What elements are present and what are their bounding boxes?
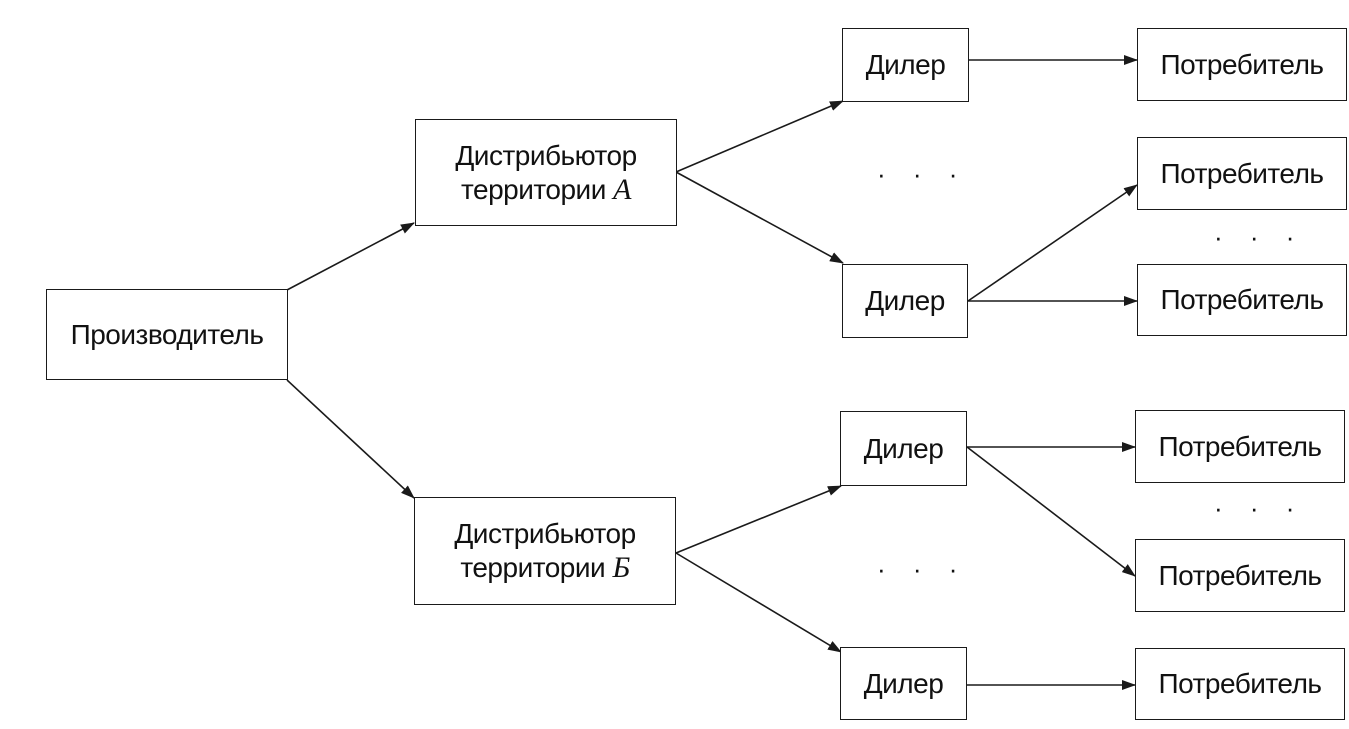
node-producer: Производитель bbox=[46, 289, 288, 380]
node-consumer-1-label: Потребитель bbox=[1160, 48, 1325, 80]
edge-distributor-a-to-dealer-2 bbox=[675, 171, 844, 264]
node-consumer-2: Потребитель bbox=[1137, 137, 1347, 210]
edge-distributor-b-to-dealer-3 bbox=[675, 485, 842, 554]
node-consumer-1: Потребитель bbox=[1137, 28, 1347, 101]
edge-dealer-3-to-consumer-5 bbox=[966, 446, 1136, 577]
node-distributor-a-word: территории bbox=[461, 173, 606, 205]
edge-dealer-2-to-consumer-2 bbox=[967, 184, 1138, 302]
edge-distributor-a-to-dealer-1 bbox=[675, 100, 844, 173]
node-consumer-5-label: Потребитель bbox=[1158, 559, 1323, 591]
node-distributor-b-line1: Дистрибьютор bbox=[454, 518, 636, 549]
edge-producer-to-distributor-a bbox=[286, 222, 415, 291]
node-consumer-4-label: Потребитель bbox=[1158, 430, 1323, 462]
node-distributor-a-line2: территории A bbox=[461, 173, 631, 207]
node-producer-label: Производитель bbox=[70, 318, 264, 350]
node-distributor-b-letter: Б bbox=[612, 551, 630, 584]
ellipsis-consumers-dealer-3: · · · bbox=[1214, 493, 1305, 523]
ellipsis-dealers-b: · · · bbox=[877, 554, 968, 584]
node-distributor-a: Дистрибьютор территории A bbox=[415, 119, 677, 226]
ellipsis-consumers-dealer-2: · · · bbox=[1214, 222, 1305, 252]
node-dealer-3: Дилер bbox=[840, 411, 967, 486]
node-consumer-6-label: Потребитель bbox=[1158, 668, 1323, 699]
ellipsis-dealers-a: · · · bbox=[877, 159, 968, 189]
edge-distributor-b-to-dealer-4 bbox=[675, 552, 842, 653]
node-consumer-6: Потребитель bbox=[1135, 648, 1345, 720]
node-dealer-1-label: Дилер bbox=[865, 49, 946, 80]
node-distributor-b-line2: территории Б bbox=[460, 551, 630, 585]
node-dealer-2-label: Дилер bbox=[865, 285, 945, 316]
node-consumer-3: Потребитель bbox=[1137, 264, 1347, 336]
edge-producer-to-distributor-b bbox=[286, 379, 415, 499]
node-consumer-4: Потребитель bbox=[1135, 410, 1345, 483]
node-dealer-2: Дилер bbox=[842, 264, 968, 338]
node-dealer-1: Дилер bbox=[842, 28, 969, 102]
node-distributor-a-letter: A bbox=[613, 172, 631, 206]
node-consumer-5: Потребитель bbox=[1135, 539, 1345, 612]
node-dealer-4: Дилер bbox=[840, 647, 967, 720]
node-distributor-b: Дистрибьютор территории Б bbox=[414, 497, 676, 605]
node-consumer-2-label: Потребитель bbox=[1160, 157, 1325, 189]
node-distributor-a-line1: Дистрибьютор bbox=[455, 139, 637, 171]
node-consumer-3-label: Потребитель bbox=[1160, 284, 1325, 315]
node-dealer-4-label: Дилер bbox=[863, 667, 944, 699]
node-dealer-3-label: Дилер bbox=[863, 432, 944, 464]
node-distributor-b-word: территории bbox=[460, 552, 606, 583]
